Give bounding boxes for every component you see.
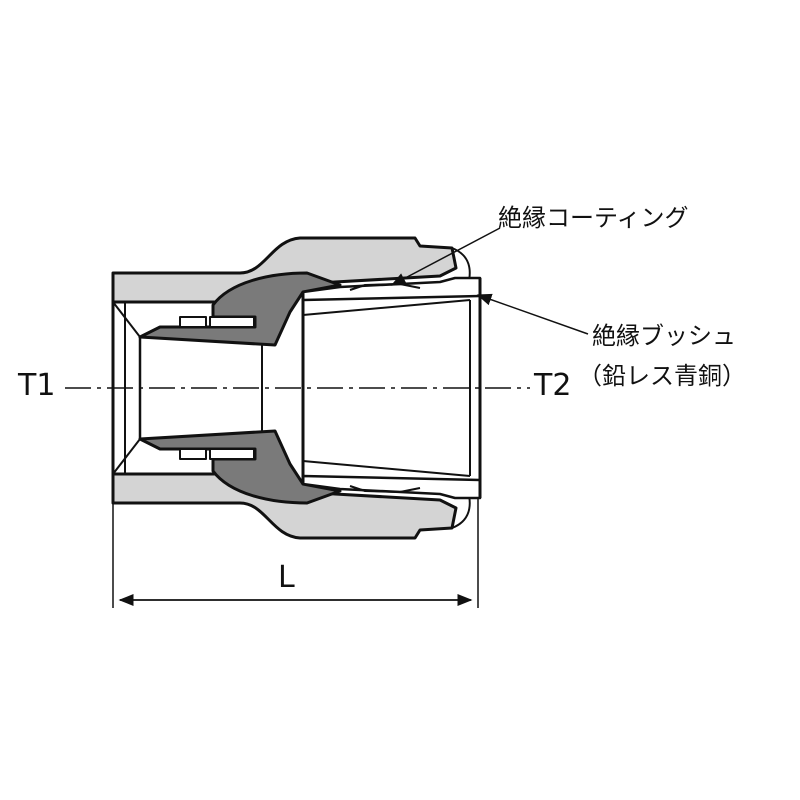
label-length: L (278, 560, 295, 595)
label-insulating-bush: 絶縁ブッシュ (592, 322, 736, 350)
label-bush-material: （鉛レス青銅） (578, 362, 746, 390)
insulating-bush (301, 276, 482, 302)
label-t2: T2 (534, 368, 572, 403)
label-t1: T1 (18, 368, 56, 403)
label-insulating-coating: 絶縁コーティング (498, 204, 689, 232)
bush-leader (476, 293, 589, 335)
coating-leader (390, 227, 501, 286)
